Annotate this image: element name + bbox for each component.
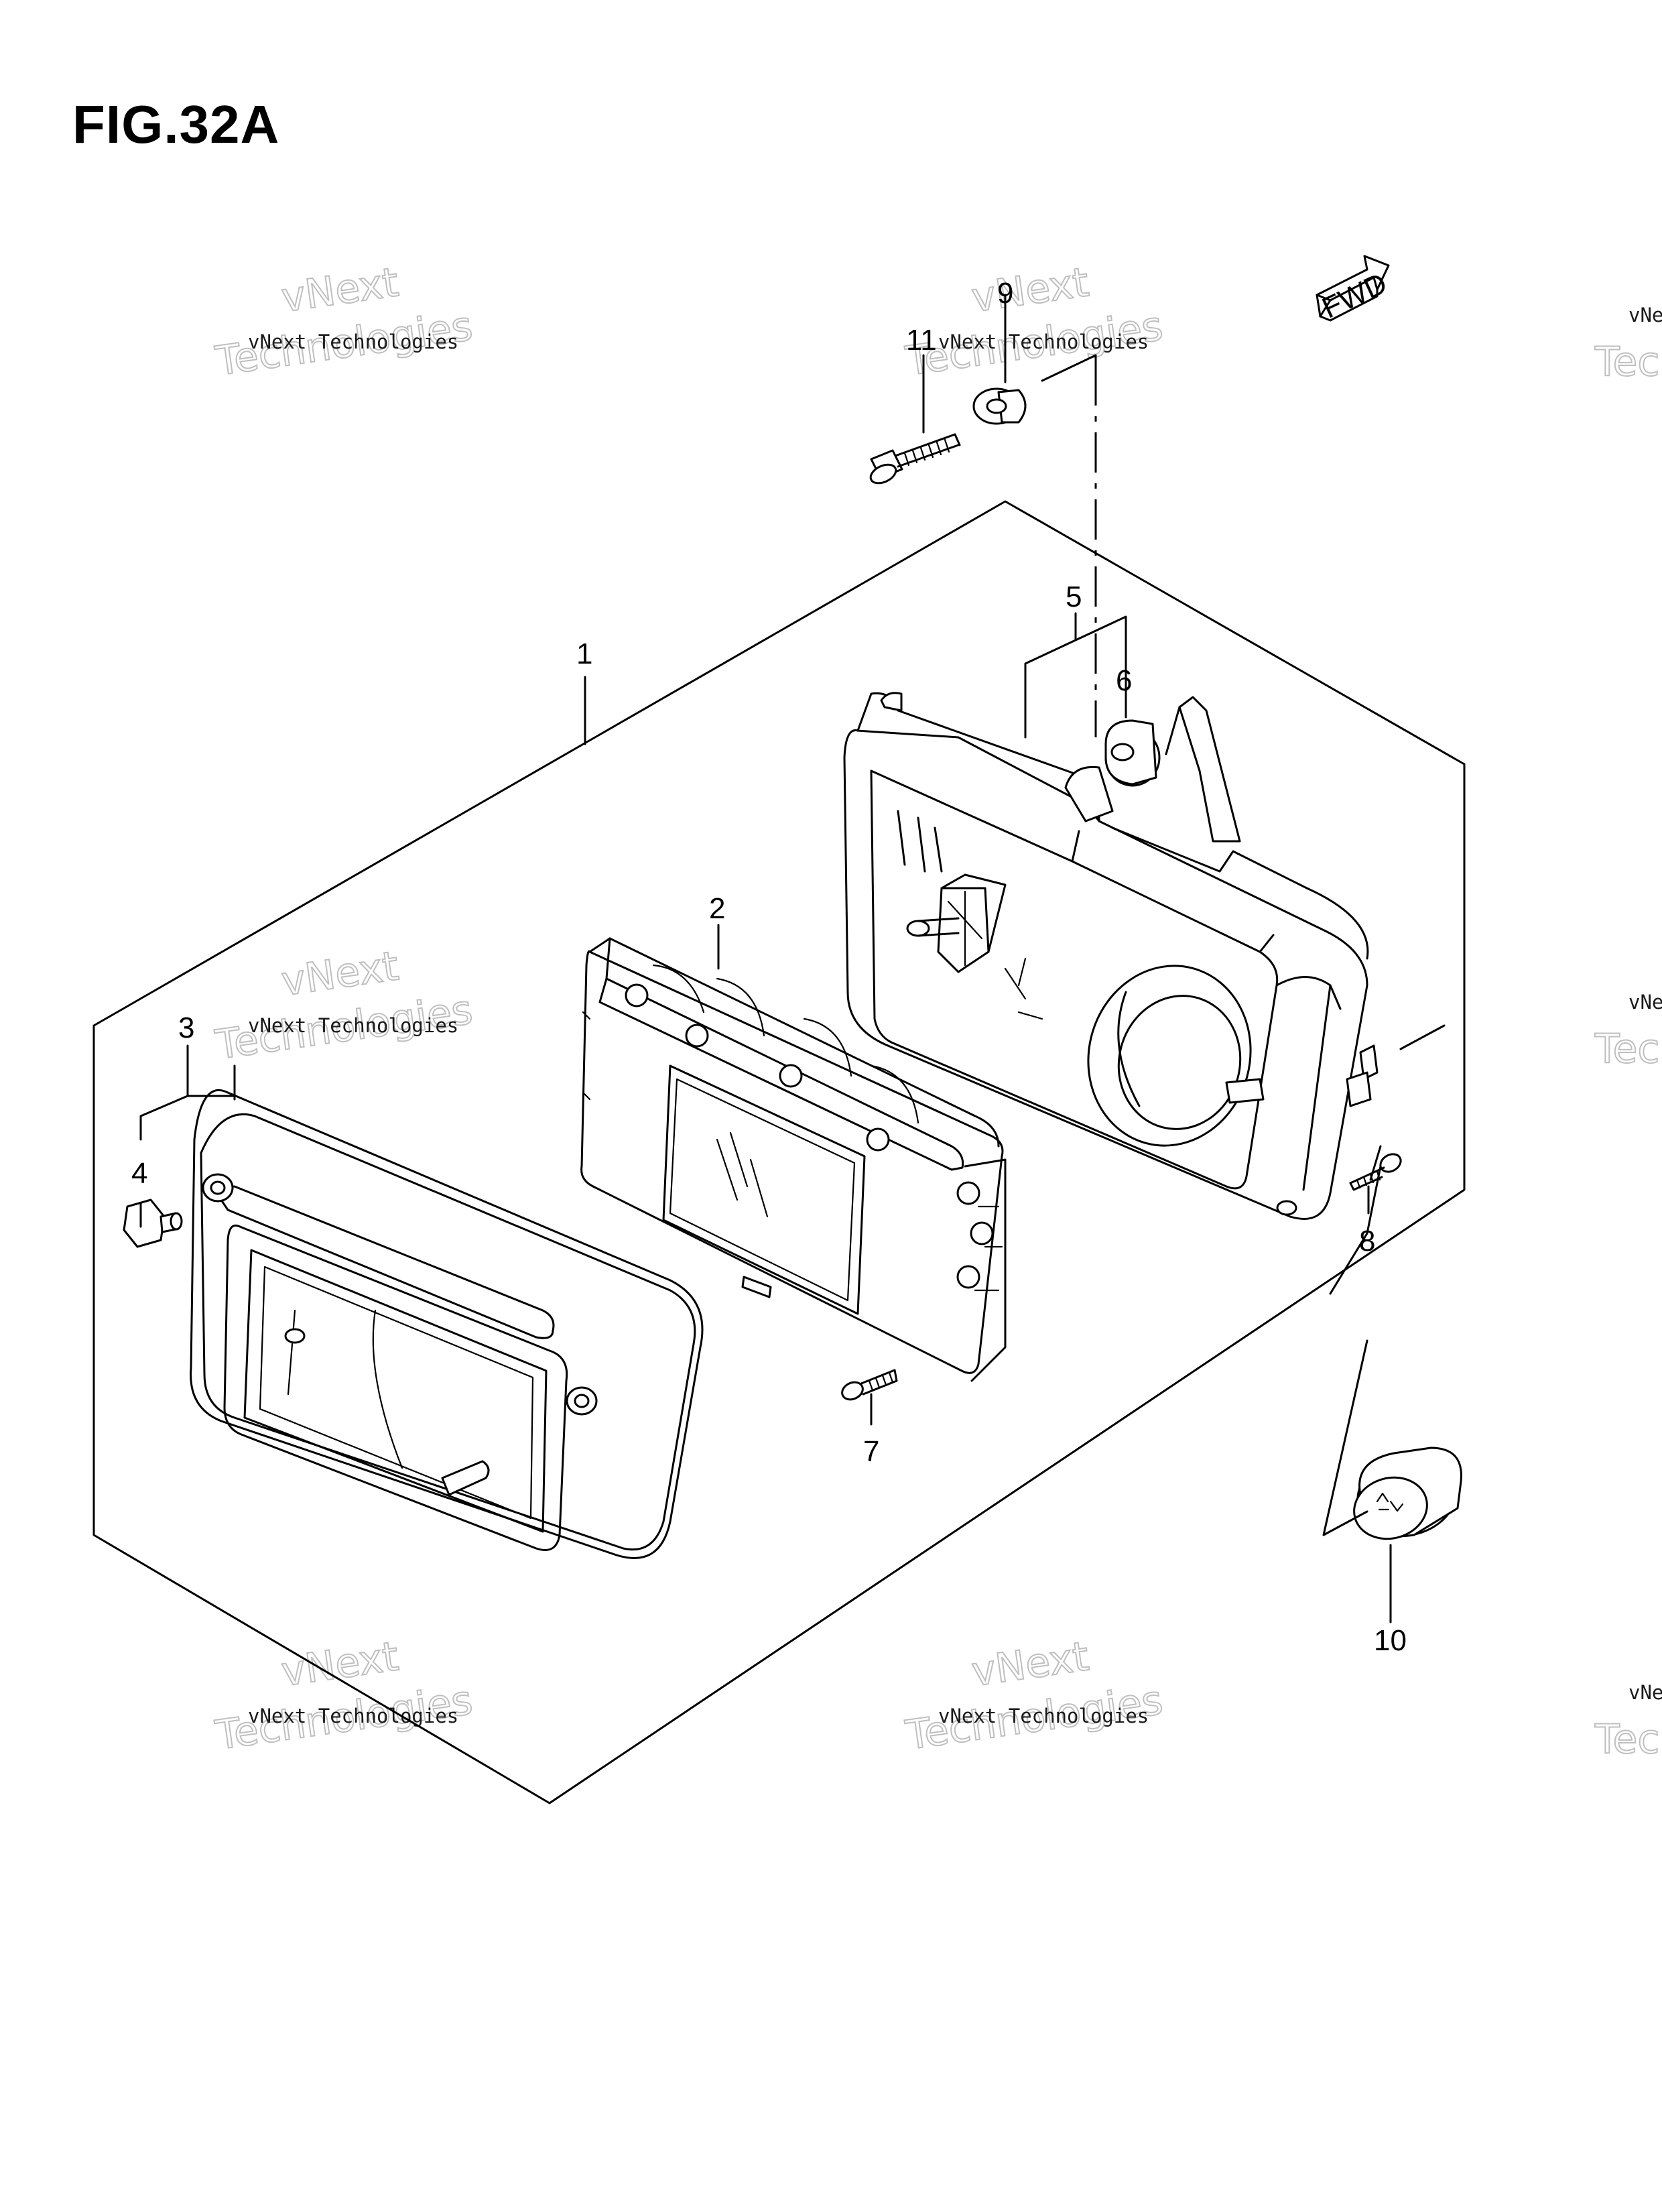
callout-10: 10 bbox=[1374, 1624, 1407, 1657]
callout-11: 11 bbox=[906, 324, 937, 357]
assembly-outline bbox=[92, 500, 1466, 1804]
watermark-text: vNext Technologies bbox=[248, 1705, 458, 1727]
callout-3: 3 bbox=[178, 1011, 194, 1044]
washer-part-9 bbox=[972, 387, 1027, 425]
callout-2: 2 bbox=[709, 892, 725, 925]
callout-9: 9 bbox=[997, 277, 1013, 310]
callout-6: 6 bbox=[1116, 664, 1132, 697]
watermark-technologies-edge: Technologies bbox=[1594, 1716, 1662, 1763]
watermark-text: vNext Technologies bbox=[248, 330, 458, 353]
callout-8: 8 bbox=[1359, 1225, 1375, 1257]
watermark-vnext: vNext bbox=[279, 1633, 401, 1696]
watermark-text: vNext Technologies bbox=[938, 1705, 1149, 1727]
callout-1: 1 bbox=[576, 637, 592, 670]
watermark-text-edge: vNext Technologies bbox=[1628, 1681, 1662, 1704]
nut-part-4 bbox=[123, 1199, 183, 1248]
grommet-part-6 bbox=[1104, 719, 1161, 787]
watermark-vnext: vNext bbox=[279, 942, 401, 1005]
watermark: vNext Technologies vNext Technologies bbox=[902, 258, 1166, 385]
lens-board-part-2 bbox=[580, 937, 1007, 1382]
watermark-text-edge: vNext Technologies bbox=[1628, 991, 1662, 1013]
callout-7: 7 bbox=[863, 1435, 879, 1468]
screw-part-11 bbox=[869, 433, 961, 485]
cap-part-10 bbox=[1353, 1447, 1462, 1540]
bezel-part-3 bbox=[190, 1089, 704, 1559]
callout-4: 4 bbox=[131, 1157, 147, 1190]
screw-part-7 bbox=[841, 1369, 898, 1401]
watermark-text: vNext Technologies bbox=[248, 1014, 458, 1037]
watermark-vnext: vNext bbox=[279, 259, 401, 322]
fwd-arrow-badge: FWD bbox=[1316, 255, 1392, 325]
watermark: vNext Technologies vNext Technologies bbox=[212, 942, 476, 1069]
watermark-text-edge: vNext Technologies bbox=[1628, 304, 1662, 326]
watermark: vNext Technologies vNext Technologies bbox=[902, 1632, 1166, 1760]
figure-title: FIG.32A bbox=[72, 95, 280, 154]
callout-labels: 1 2 3 4 5 6 7 8 9 10 11 bbox=[131, 277, 1407, 1657]
watermark: vNext Technologies vNext Technologies bbox=[212, 1632, 476, 1760]
watermark: vNext Technologies vNext Technologies bbox=[212, 258, 476, 385]
watermark-technologies-edge: Technologies bbox=[1594, 339, 1662, 385]
leader-lines bbox=[139, 294, 1446, 1623]
watermark-vnext: vNext bbox=[969, 1633, 1092, 1696]
housing-part-5 bbox=[843, 692, 1379, 1220]
watermark-text: vNext Technologies bbox=[938, 330, 1149, 353]
watermark-technologies-edge: Technologies bbox=[1594, 1026, 1662, 1072]
watermark-vnext: vNext bbox=[969, 259, 1092, 322]
callout-5: 5 bbox=[1066, 580, 1082, 613]
